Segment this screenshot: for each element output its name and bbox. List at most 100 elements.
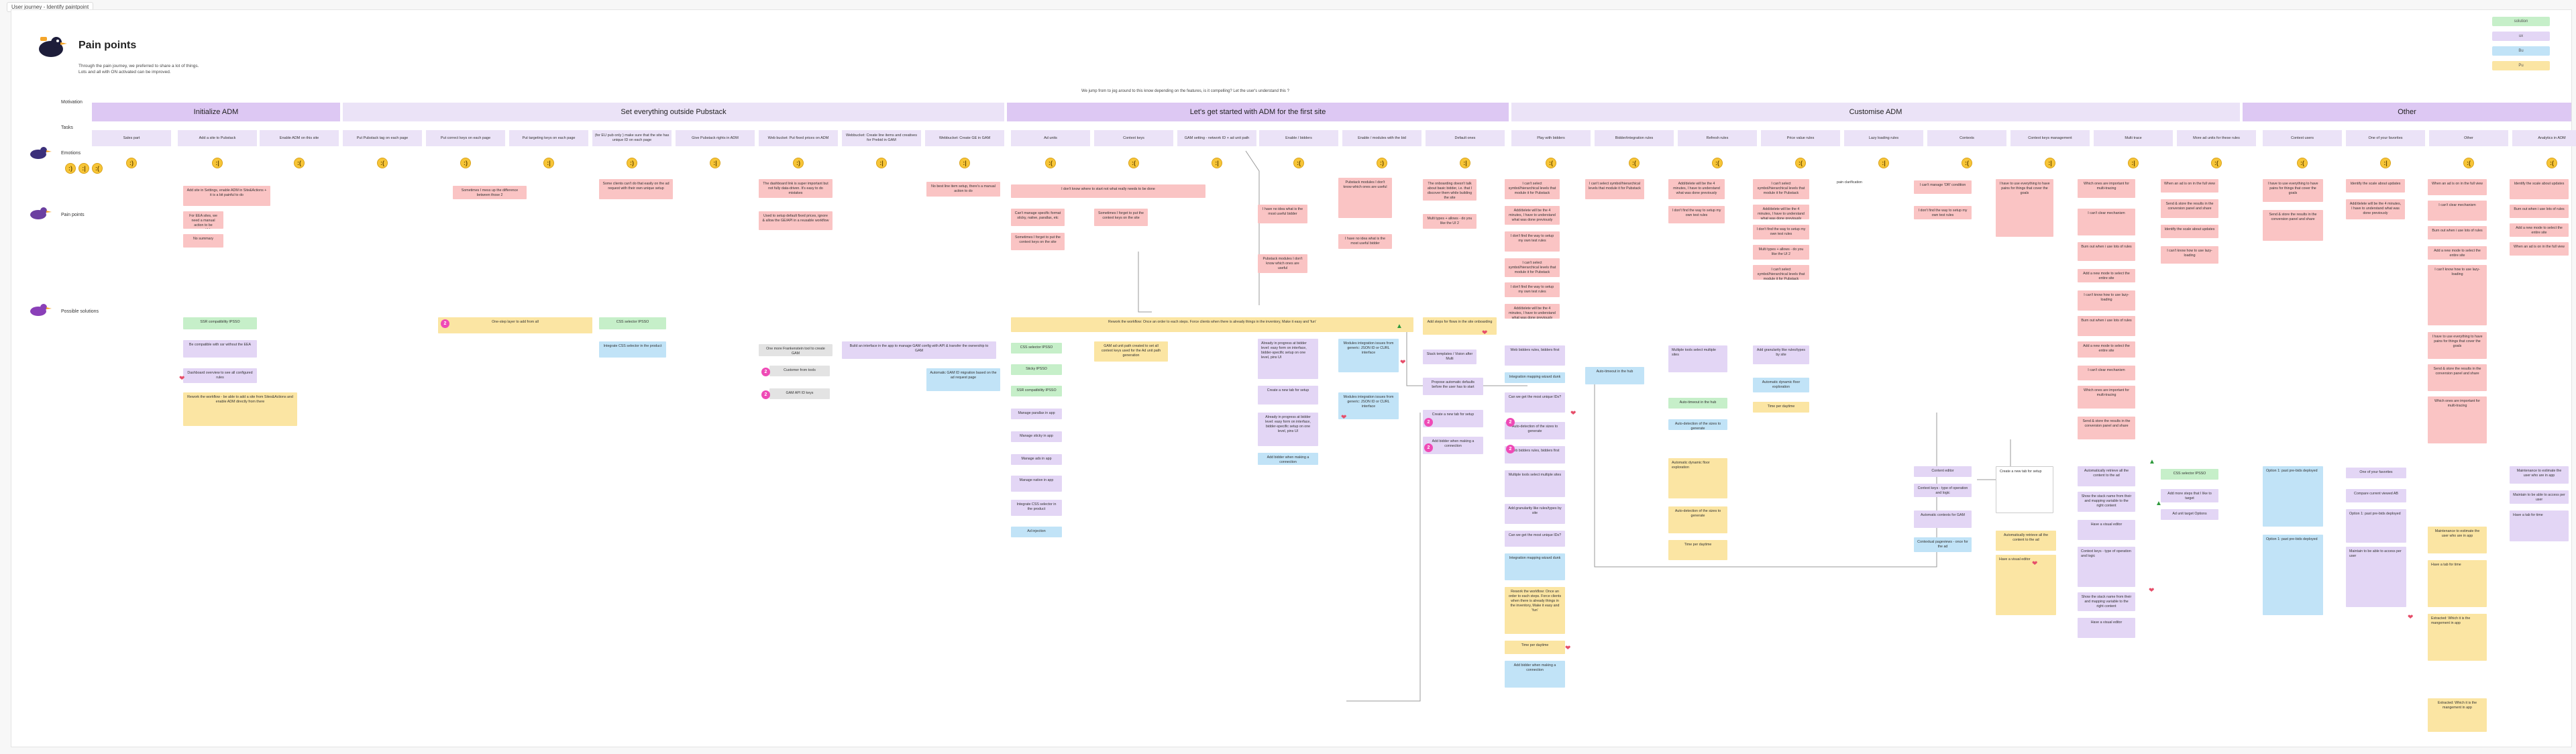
solution-note[interactable]: Create a new tab for setup <box>1258 386 1318 405</box>
solution-note[interactable]: Context keys - type of operation and log… <box>1914 484 1972 497</box>
task-card[interactable]: Analytics in ADM <box>2512 130 2576 146</box>
pain-note[interactable]: I can't manage 'OR' condition <box>1914 180 1972 194</box>
solution-note[interactable]: Create a new tab for setup <box>1996 466 2053 513</box>
pain-note[interactable]: Add site in Settings, enable ADM in Site… <box>183 186 270 206</box>
pain-note[interactable]: I can't select symbol/hierarchical level… <box>1505 258 1560 277</box>
pain-note[interactable]: Add a new mode to select the entire site <box>2078 269 2135 282</box>
phase-set-everything-outside[interactable]: Set everything outside Pubstack <box>343 103 1004 121</box>
solution-note[interactable]: Web bidders rules, bidders first <box>1505 345 1565 366</box>
solution-note[interactable]: Modules integration issues from generic:… <box>1338 339 1399 372</box>
solution-note[interactable]: Add bidder when making a connection <box>1258 453 1318 465</box>
task-card[interactable]: Play with bidders <box>1511 130 1591 146</box>
solution-note[interactable]: SSR compatibility IPSSO <box>183 317 257 329</box>
pain-note[interactable]: Which ones are important for multi-traci… <box>2078 386 2135 409</box>
solution-note[interactable]: Have a visual editor <box>1996 555 2056 615</box>
pain-note[interactable]: Multi types + allows - do you like the U… <box>1753 245 1809 260</box>
solution-note[interactable]: Compare current viewed AB <box>2346 489 2406 502</box>
pain-note[interactable]: I don't find the way to setup my own tes… <box>1753 225 1809 239</box>
solution-note[interactable]: Show the stack name from their and mappi… <box>2078 492 2135 512</box>
task-card[interactable]: Put targeting keys on each page <box>509 130 588 146</box>
task-card[interactable]: One of your favorites <box>2346 130 2425 146</box>
pain-note[interactable]: Identify the scale about updates <box>2161 225 2218 238</box>
task-card[interactable]: (for EU pub only ) make sure that the si… <box>592 130 672 146</box>
pain-note[interactable]: Send & store the results in the conversi… <box>2078 417 2135 439</box>
solution-note[interactable]: Multiple tools select multiple sites <box>1505 470 1565 497</box>
pain-note[interactable]: I can't know how to use lazy-loading <box>2161 246 2218 264</box>
task-card[interactable]: Refresh rules <box>1678 130 1757 146</box>
solution-note[interactable]: Rework the workflow: Once an order to ea… <box>1505 587 1565 634</box>
pain-note[interactable]: When an ad is on in the full view <box>2510 242 2569 256</box>
task-card[interactable]: Web bucket: Put fixed prices on ADM <box>759 130 838 146</box>
pain-note[interactable]: Used to setup default fixed prices, igno… <box>759 211 833 230</box>
solution-note[interactable]: Already in progress at bidder level: eas… <box>1258 339 1318 379</box>
pain-note[interactable]: Send & store the results in the conversi… <box>2428 364 2487 391</box>
solution-note[interactable]: Manage parallax in app <box>1011 409 1062 419</box>
solution-note[interactable]: Automatic dynamic floor exploration <box>1668 458 1727 498</box>
pain-note[interactable]: I have no idea what is the most useful b… <box>1338 234 1392 249</box>
solution-note[interactable]: Build an interface in the app to manage … <box>842 341 996 359</box>
solution-note[interactable]: Sticky IPSSO <box>1011 364 1062 375</box>
solution-note[interactable]: Customer from tools <box>769 366 830 376</box>
pain-note[interactable]: Add a new mode to select the entire site <box>2510 223 2569 237</box>
solution-note[interactable]: Content editor <box>1914 466 1972 477</box>
pain-note[interactable]: Send & store the results in the conversi… <box>2263 210 2323 241</box>
solution-note[interactable]: Manage sticky in app <box>1011 431 1062 442</box>
solution-note[interactable]: Integration mapping wizard dunk <box>1505 372 1565 383</box>
solution-note[interactable]: Propose automatic defaults before the us… <box>1423 378 1483 395</box>
solution-note[interactable]: Have a tab for time <box>2428 560 2487 607</box>
task-card[interactable]: GAM setting - network ID + ad unit path <box>1177 130 1256 146</box>
solution-note[interactable]: Integrate CSS selector in the product <box>599 341 666 358</box>
task-card[interactable]: Context keys <box>1094 130 1173 146</box>
solution-note[interactable]: GAM ad unit path created to set all cont… <box>1094 341 1168 362</box>
solution-note[interactable]: Option 1: past pre-bids deployed <box>2346 509 2406 543</box>
solution-note[interactable]: Time per daytime <box>1668 540 1727 560</box>
pain-note[interactable]: Sometimes I forget to put the context ke… <box>1094 209 1148 226</box>
solution-note[interactable]: Add steps for flows in the site onboardi… <box>1423 317 1497 335</box>
task-card[interactable]: Put Pubstack tag on each page <box>343 130 422 146</box>
task-card[interactable]: Give Pubstack rights in ADM <box>676 130 755 146</box>
phase-customise-adm[interactable]: Customise ADM <box>1511 103 2240 121</box>
solution-note[interactable]: Maintain to be able to access per user <box>2346 547 2406 607</box>
pain-note[interactable]: The dashboard link is super important bu… <box>759 179 833 198</box>
solution-note[interactable]: Auto-timeout in the hub <box>1668 398 1727 409</box>
solution-note[interactable]: One of your favorites <box>2346 468 2406 478</box>
pain-note[interactable]: I can't select symbol/hierarchical level… <box>1505 179 1560 199</box>
pain-note[interactable]: I don't find the way to setup my own tes… <box>1505 231 1560 252</box>
solution-note[interactable]: Time per daytime <box>1505 641 1565 654</box>
solution-note[interactable]: Extracted: Which it is the mangement in … <box>2428 698 2487 732</box>
pain-note[interactable]: Identify the scale about updates <box>2510 179 2569 199</box>
pain-note[interactable]: When an ad is on in the full view <box>2428 179 2487 195</box>
pain-note[interactable]: I have to use everything to have pains f… <box>2263 179 2323 202</box>
task-card[interactable]: Context keys management <box>2010 130 2090 146</box>
pain-note[interactable]: No summary <box>183 234 223 248</box>
solution-note[interactable]: Auto-detection of the sizes to generate <box>1668 419 1727 430</box>
solution-note[interactable]: Have a visual editor <box>2078 520 2135 540</box>
pain-note[interactable]: I can't select symbol/hierarchical level… <box>1585 179 1644 199</box>
pain-note[interactable]: Identify the scale about updates <box>2346 179 2405 193</box>
solution-note[interactable]: Maintenance to estimate the user who are… <box>2510 466 2569 484</box>
task-card[interactable]: Contexts <box>1927 130 2006 146</box>
solution-note[interactable]: One-step layer to add from all <box>438 317 592 333</box>
pain-note[interactable]: Pubstack modules I don't know which ones… <box>1338 178 1392 218</box>
pain-note[interactable]: I have to use everything to have pains f… <box>1996 179 2053 237</box>
task-card[interactable]: Add a site to Pubstack <box>178 130 257 146</box>
solution-note[interactable]: Contextual pageviews - once for the ad <box>1914 537 1972 552</box>
task-card[interactable]: Bidder/integration rules <box>1595 130 1674 146</box>
pain-note[interactable]: Pubstack modules I don't know which ones… <box>1258 254 1307 273</box>
solution-note[interactable]: Stack templates / Vision after Multi <box>1423 349 1477 364</box>
solution-note[interactable]: Automatic dynamic floor exploration <box>1753 378 1809 392</box>
pain-note[interactable]: Some clients can't do that easily on the… <box>599 179 673 199</box>
task-card[interactable]: Lazy loading rules <box>1844 130 1923 146</box>
pain-note[interactable]: I don't find the way to setup my own tes… <box>1914 206 1972 219</box>
pain-note[interactable]: I have to use everything to have pains f… <box>2428 332 2487 359</box>
solution-note[interactable]: Maintenance to estimate the user who are… <box>2428 527 2487 553</box>
pain-note[interactable]: When an ad is on in the full view <box>2161 179 2218 193</box>
pain-note[interactable]: I don't find the way to setup my own tes… <box>1505 282 1560 297</box>
task-card[interactable]: More ad units for these rules <box>2177 130 2256 146</box>
solution-note[interactable]: Dashboard overview to see all configured… <box>183 368 257 383</box>
solution-note[interactable]: Extracted: Which it is the mangement in … <box>2428 614 2487 661</box>
solution-note[interactable]: Automatically retrieve all the content t… <box>2078 466 2135 486</box>
phase-other[interactable]: Other <box>2243 103 2571 121</box>
pain-note[interactable]: Burn out when i use lots of rules <box>2078 242 2135 261</box>
